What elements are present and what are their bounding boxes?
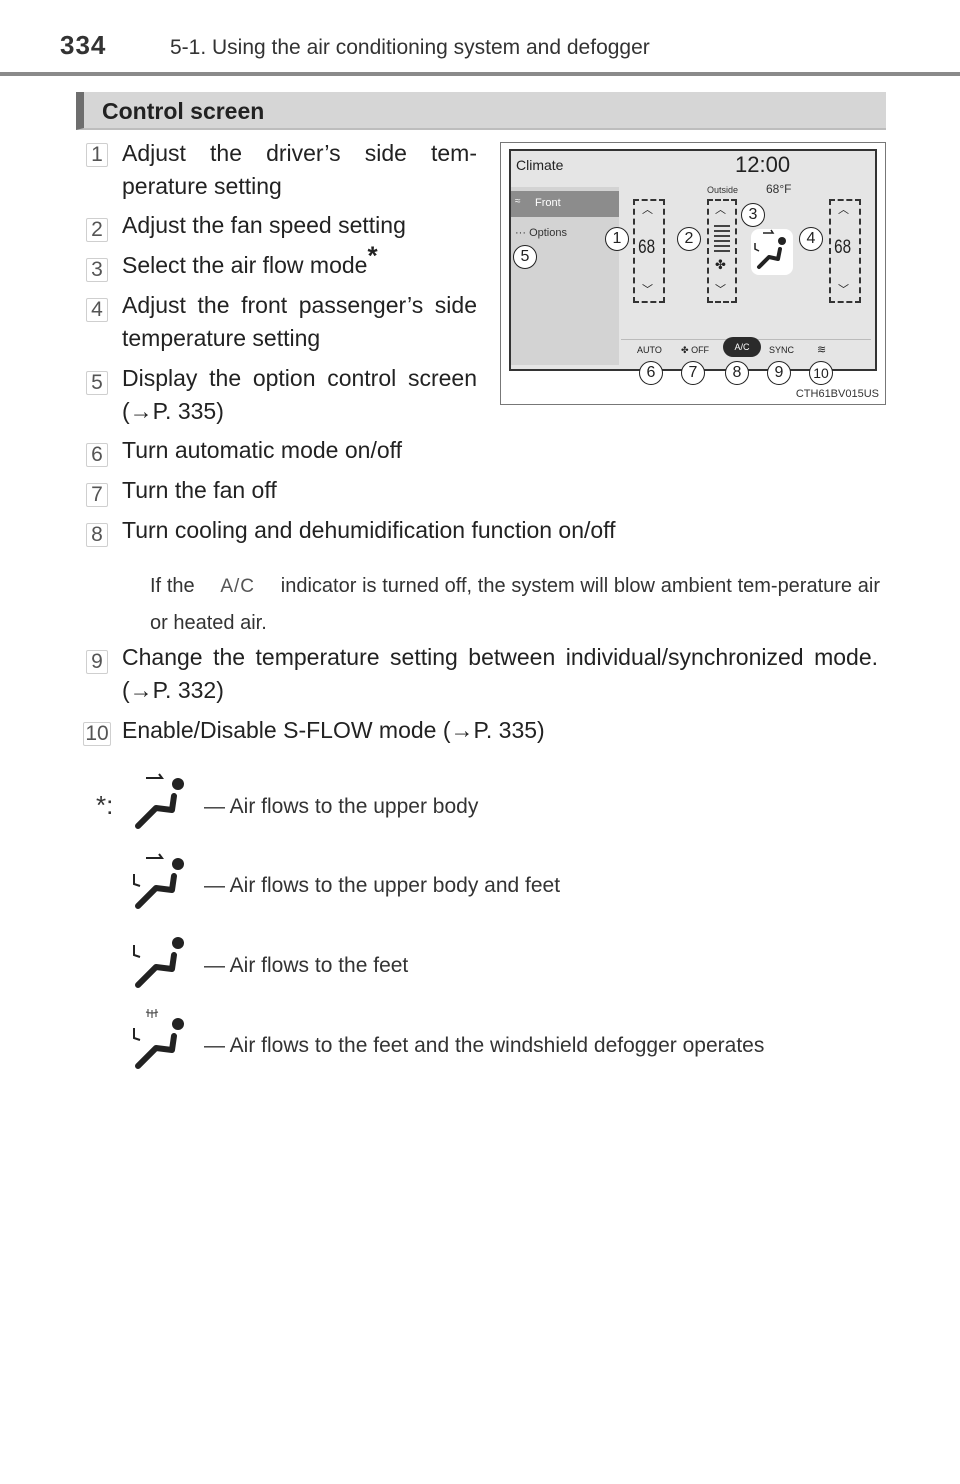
driver-temp-down-icon[interactable]: ﹀	[642, 284, 653, 296]
page-number: 334	[60, 30, 107, 60]
s-flow-icon: ≋	[817, 344, 827, 356]
item-text-1: Adjust the driver’s side tem-perature se…	[122, 140, 477, 199]
climate-screen: Climate 12:00 Outside 68°F ≈ Front ··· O…	[509, 149, 877, 371]
ac-note: If the A/C indicator is turned off, the …	[150, 568, 880, 641]
fan-speed-control[interactable]: ︿ ✤ ﹀	[707, 199, 737, 303]
footnote-text-1: — Air flows to the upper body	[204, 795, 479, 818]
item-number-4: 4	[86, 298, 108, 322]
screen-clock: 12:00	[735, 152, 791, 177]
fan-off-icon: ✤	[681, 345, 689, 355]
item-text-3: Select the air flow mode*	[122, 242, 477, 282]
front-airflow-icon: ≈	[515, 196, 521, 207]
section-bar: Control screen	[76, 92, 886, 130]
item-number-8: 8	[86, 523, 108, 547]
callout-4: 4	[799, 227, 823, 251]
ac-indicator-icon: A/C	[220, 576, 256, 597]
callout-9: 9	[767, 361, 791, 385]
fan-icon: ✤	[715, 257, 726, 272]
menu-item-options-label: Options	[529, 227, 567, 239]
item-text-2: Adjust the fan speed setting	[122, 212, 406, 238]
item-number-5: 5	[86, 371, 108, 395]
airflow-feet-defogger-icon	[133, 1009, 184, 1069]
s-flow-button[interactable]: ≋	[817, 343, 826, 356]
item-text-9: Change the temperature setting between i…	[122, 644, 878, 703]
item-number-9: 9	[86, 650, 108, 674]
item-number-7: 7	[86, 483, 108, 507]
menu-item-options[interactable]: ··· Options	[515, 227, 567, 239]
footnote-text-4: — Air flows to the feet and the windshie…	[204, 1034, 765, 1057]
outside-temp: 68°F	[766, 182, 792, 196]
footnote-text-3: — Air flows to the feet	[204, 954, 409, 977]
airflow-upper-body-feet-icon	[133, 853, 184, 909]
driver-temp-value: 68	[638, 237, 656, 258]
outside-label: Outside	[707, 185, 739, 195]
fan-level-bars	[714, 225, 730, 253]
item-number-6: 6	[86, 443, 108, 467]
airflow-feet-icon	[133, 937, 184, 988]
callout-6: 6	[639, 361, 663, 385]
menu-item-front[interactable]: ≈ Front	[511, 191, 619, 217]
fan-off-label: OFF	[691, 345, 710, 355]
item-text-6: Turn automatic mode on/off	[122, 437, 402, 463]
item-text-5: Display the option control screen (→P. 3…	[122, 365, 477, 424]
sync-button[interactable]: SYNC	[769, 345, 795, 355]
footnote-text-2: — Air flows to the upper body and feet	[204, 874, 561, 897]
fan-up-icon[interactable]: ︿	[715, 204, 726, 216]
header-rule	[0, 72, 960, 76]
passenger-temp-up-icon[interactable]: ︿	[838, 204, 849, 216]
item-number-10: 10	[83, 722, 111, 746]
screen-title: Climate	[516, 157, 564, 173]
climate-screen-figure: Climate 12:00 Outside 68°F ≈ Front ··· O…	[500, 142, 886, 405]
airflow-mode-button[interactable]	[751, 229, 793, 275]
callout-7: 7	[681, 361, 705, 385]
section-title: Control screen	[102, 98, 265, 124]
item-number-1: 1	[86, 143, 108, 167]
fan-down-icon[interactable]: ﹀	[715, 284, 726, 296]
callout-5: 5	[513, 245, 537, 269]
airflow-upper-body-icon	[135, 773, 184, 829]
figure-code: CTH61BV015US	[795, 388, 879, 400]
fan-off-button[interactable]: ✤ OFF	[681, 345, 709, 356]
ac-note-before: If the	[150, 575, 195, 597]
chapter-title: 5-1. Using the air conditioning system a…	[170, 36, 650, 59]
callout-10: 10	[809, 361, 833, 385]
footnote-marker: *:	[96, 790, 114, 820]
ac-button[interactable]: A/C	[723, 337, 761, 357]
auto-button[interactable]: AUTO	[637, 345, 662, 355]
item-text-3-label: Select the air flow mode	[122, 252, 368, 278]
driver-temp-control[interactable]: ︿ 68 ﹀	[633, 199, 665, 303]
menu-item-front-label: Front	[535, 197, 561, 209]
passenger-temp-down-icon[interactable]: ﹀	[838, 284, 849, 296]
item-text-8: Turn cooling and dehumidification functi…	[122, 517, 616, 543]
passenger-temp-value: 68	[834, 237, 852, 258]
callout-1: 1	[605, 227, 629, 251]
dots-icon: ···	[515, 227, 526, 239]
callout-3: 3	[741, 203, 765, 227]
driver-temp-up-icon[interactable]: ︿	[642, 204, 653, 216]
callout-8: 8	[725, 361, 749, 385]
item-number-2: 2	[86, 218, 108, 242]
airflow-upper-body-feet-icon	[754, 229, 786, 269]
item-text-4: Adjust the front passenger’s side temper…	[122, 292, 477, 351]
item-number-3: 3	[86, 258, 108, 282]
item-text-10: Enable/Disable S-FLOW mode (→P. 335)	[122, 717, 545, 743]
item-text-7: Turn the fan off	[122, 477, 277, 503]
passenger-temp-control[interactable]: ︿ 68 ﹀	[829, 199, 861, 303]
item-3-asterisk: *	[367, 240, 378, 271]
callout-2: 2	[677, 227, 701, 251]
ac-note-after: indicator is turned off, the system will…	[150, 575, 880, 634]
